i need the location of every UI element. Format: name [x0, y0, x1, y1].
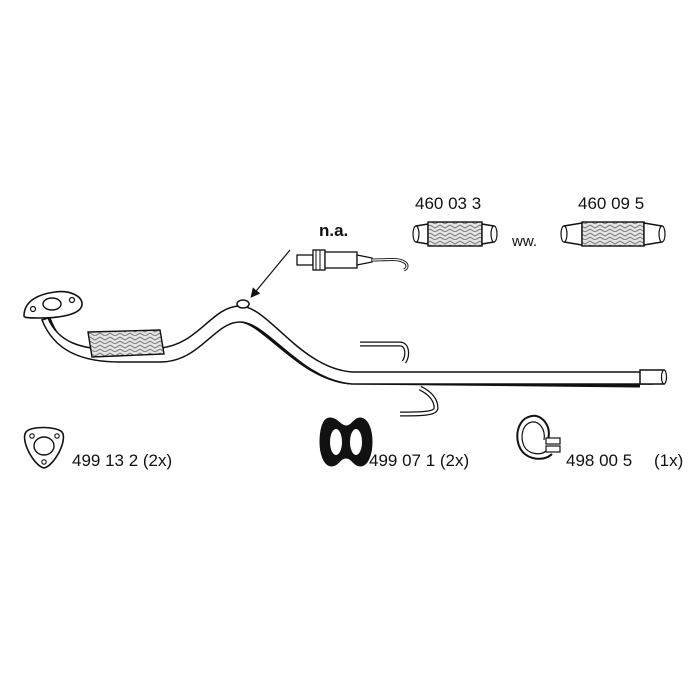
lambda-sensor-icon — [296, 249, 409, 272]
front-exhaust-pipe — [41, 299, 668, 417]
main-pipe-flex-section — [87, 329, 165, 358]
alternative-label: ww. — [511, 233, 537, 250]
clamp-quantity: (1x) — [654, 451, 683, 470]
flex-pipe-icon — [560, 221, 666, 247]
flex-pipe-a-code: 460 03 3 — [415, 194, 481, 213]
clamp-code: 498 00 5 — [566, 451, 632, 470]
rubber-mount-code: 499 07 1 (2x) — [369, 451, 469, 470]
sensor-pointer-arrow — [250, 249, 291, 298]
sensor-boss — [236, 299, 250, 309]
pipe-clamp-icon — [516, 414, 561, 460]
gasket-code: 499 13 2 (2x) — [72, 451, 172, 470]
inlet-flange — [23, 290, 83, 319]
flex-pipe-b-code: 460 09 5 — [578, 194, 644, 213]
flex-pipe-icon — [412, 221, 498, 247]
not-available-label: n.a. — [319, 221, 348, 240]
rubber-mount-icon — [319, 417, 373, 467]
flange-gasket-icon — [23, 426, 65, 469]
